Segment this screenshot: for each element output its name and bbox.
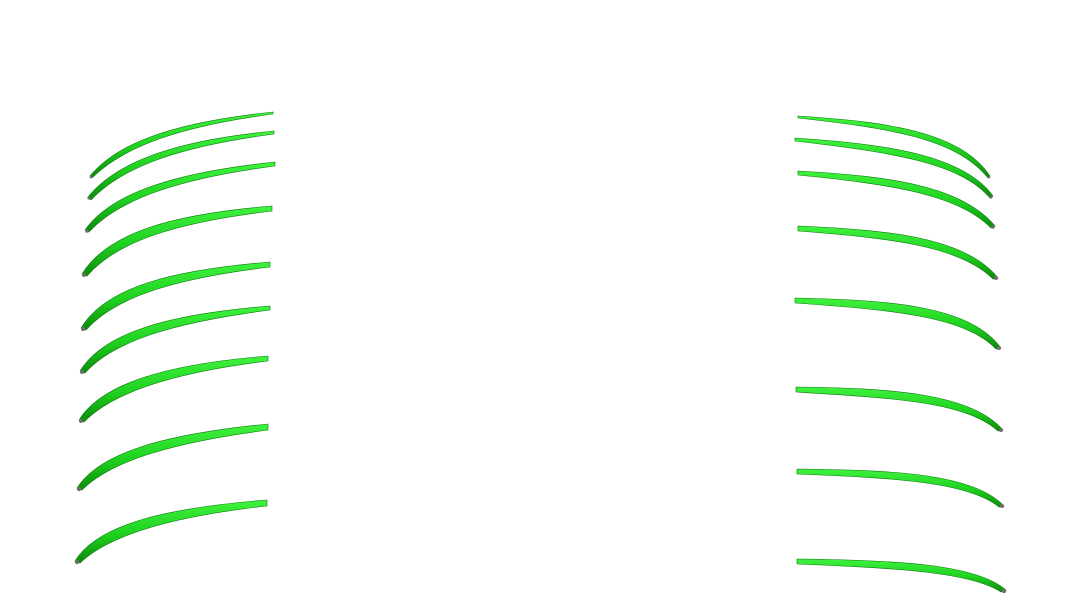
left-blade-7 (78, 355, 269, 423)
left-blade-2 (87, 130, 275, 201)
right-blade-5 (794, 297, 1002, 350)
right-blade-1 (797, 115, 991, 179)
left-blade-8 (76, 423, 269, 491)
left-blade-3 (84, 161, 276, 233)
right-blade-6 (795, 386, 1004, 432)
left-blade-4 (81, 205, 273, 277)
right-blade-group (794, 115, 1007, 593)
left-blade-group (74, 111, 276, 564)
right-blade-2 (794, 137, 994, 199)
left-blade-1 (89, 111, 274, 179)
left-blade-5 (80, 261, 271, 331)
blade-tips (74, 175, 1007, 594)
left-blade-9 (74, 499, 268, 564)
right-blade-4 (797, 225, 999, 280)
right-blade-8 (796, 558, 1007, 593)
right-blade-7 (796, 468, 1005, 508)
right-blade-3 (797, 170, 996, 229)
left-blade-6 (79, 305, 271, 374)
